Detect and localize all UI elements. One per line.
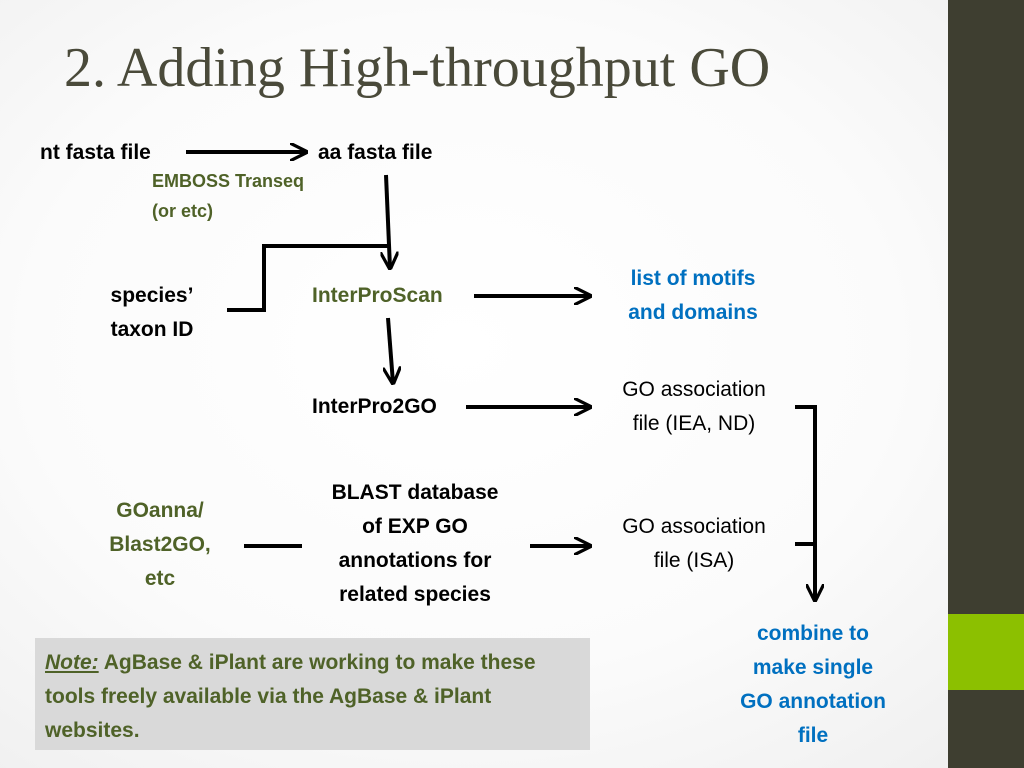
emboss-line-2: (or etc) — [152, 201, 214, 221]
interproscan-node: InterProScan — [312, 284, 443, 307]
emboss-transeq-label: EMBOSS Transeq (or etc) — [152, 166, 304, 226]
slide-title: 2. Adding High-throughput GO — [64, 37, 771, 99]
combine-line-4: file — [797, 724, 829, 747]
combine-go-annotation-node: combine to make single GO annotation fil… — [713, 617, 913, 753]
arrow-aa-to-interproscan — [386, 174, 390, 268]
go-association-iea-node: GO association file (IEA, ND) — [600, 373, 788, 441]
aa-fasta-file-node: aa fasta file — [318, 141, 433, 164]
blast-line-2: of EXP GO — [362, 515, 468, 538]
combine-line-1: combine to — [756, 622, 869, 645]
combine-line-3: GO annotation — [740, 690, 886, 713]
blast-line-3: annotations for — [338, 549, 492, 572]
goanna-blast2go-node: GOanna/ Blast2GO, etc — [94, 494, 226, 596]
sidebar-accent-block — [948, 614, 1024, 690]
connector-go-iea-to-combine — [795, 405, 815, 600]
combine-line-2: make single — [752, 656, 874, 679]
goanna-line-3: etc — [144, 567, 176, 590]
arrow-interproscan-to-interpro2go — [388, 317, 393, 383]
go-association-isa-node: GO association file (ISA) — [600, 510, 788, 578]
connector-species-to-interproscan — [227, 244, 388, 312]
goanna-line-1: GOanna/ — [116, 499, 204, 522]
go-isa-line-1: GO association — [622, 515, 766, 538]
motifs-line-1: list of motifs — [630, 267, 756, 290]
emboss-line-1: EMBOSS Transeq — [152, 171, 305, 191]
note-box: Note: AgBase & iPlant are working to mak… — [35, 638, 590, 750]
motifs-domains-node: list of motifs and domains — [603, 262, 783, 330]
blast-line-1: BLAST database — [331, 481, 499, 504]
motifs-line-2: and domains — [628, 301, 758, 324]
blast-database-node: BLAST database of EXP GO annotations for… — [310, 476, 520, 612]
species-line-1: species’ — [110, 284, 194, 307]
species-line-2: taxon ID — [110, 318, 194, 341]
species-taxon-id-node: species’ taxon ID — [92, 279, 212, 347]
interpro2go-node: InterPro2GO — [312, 395, 437, 418]
blast-line-4: related species — [339, 583, 491, 606]
goanna-line-2: Blast2GO, — [109, 533, 211, 556]
note-label: Note: — [45, 651, 99, 674]
go-isa-line-2: file (ISA) — [653, 549, 735, 572]
note-text: AgBase & iPlant are working to make thes… — [45, 651, 536, 742]
nt-fasta-file-node: nt fasta file — [40, 141, 151, 164]
go-iea-line-2: file (IEA, ND) — [632, 412, 756, 435]
go-iea-line-1: GO association — [622, 378, 766, 401]
